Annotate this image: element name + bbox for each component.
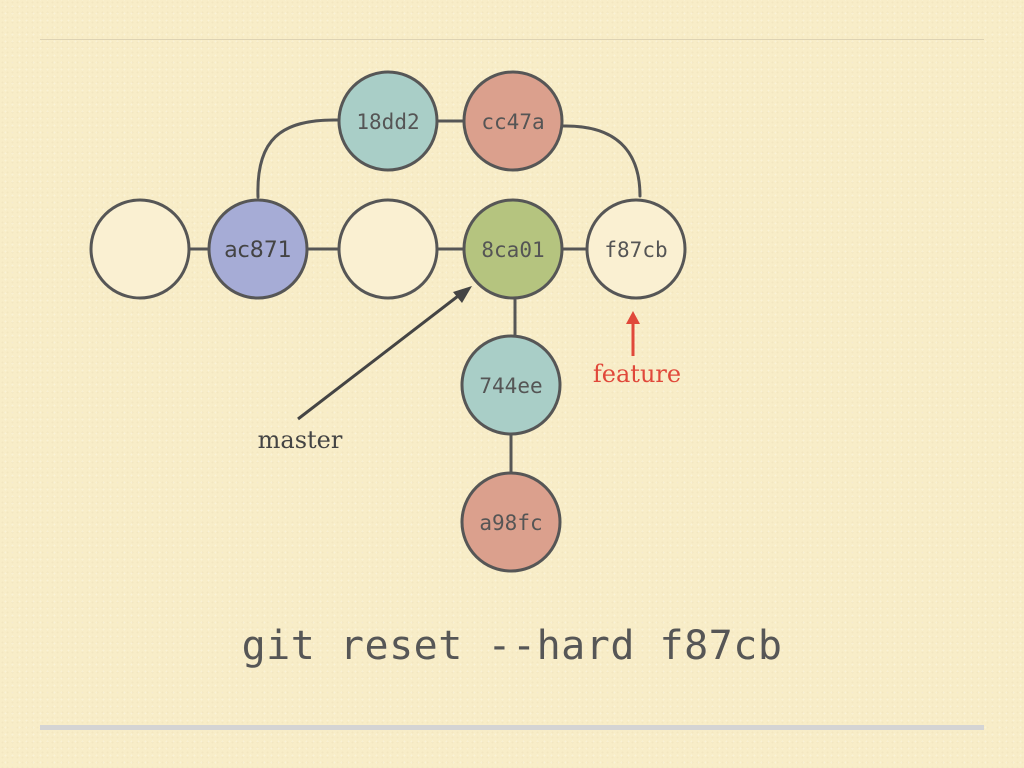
master-ref: master xyxy=(258,286,472,454)
commit-cc47a: cc47a xyxy=(462,70,564,172)
commit-744ee: 744ee xyxy=(460,334,562,436)
commit-empty-mid-circle xyxy=(337,198,439,300)
commit-a98fc-circle xyxy=(460,471,562,573)
bottom-divider xyxy=(40,725,984,730)
command-text: git reset --hard f87cb xyxy=(241,623,783,669)
master-label: master xyxy=(258,426,343,454)
feature-arrow-head xyxy=(626,311,640,324)
commit-f87cb-label: f87cb xyxy=(604,238,667,262)
commit-a98fc: a98fc xyxy=(460,471,562,573)
commit-f87cb-circle xyxy=(585,198,687,300)
feature-label: feature xyxy=(593,360,681,388)
commit-ac871-label: ac871 xyxy=(224,238,292,263)
commit-8ca01-circle xyxy=(462,198,564,300)
master-arrow-head xyxy=(453,286,472,303)
commit-ac871-circle xyxy=(207,198,309,300)
commit-18dd2: 18dd2 xyxy=(337,70,439,172)
edge-ac871-18dd2 xyxy=(256,118,340,199)
commit-8ca01-label: 8ca01 xyxy=(481,238,544,262)
commit-cc47a-label: cc47a xyxy=(481,110,544,134)
commit-a98fc-label: a98fc xyxy=(479,511,542,535)
commit-8ca01: 8ca01 xyxy=(462,198,564,300)
commit-cc47a-circle xyxy=(462,70,564,172)
edges xyxy=(187,118,642,478)
commit-empty-left-circle xyxy=(89,198,191,300)
top-divider xyxy=(40,39,984,40)
commit-empty-mid xyxy=(337,198,439,300)
commit-18dd2-circle xyxy=(337,70,439,172)
commit-graph: ac871 8ca01 f87cb 18dd2 cc47a 744ee a98f… xyxy=(89,70,687,573)
edge-cc47a-f87cb xyxy=(561,124,642,198)
commit-18dd2-label: 18dd2 xyxy=(356,110,419,134)
commit-744ee-label: 744ee xyxy=(479,374,542,398)
commit-ac871: ac871 xyxy=(207,198,309,300)
master-arrow-line xyxy=(297,291,463,421)
commit-empty-left xyxy=(89,198,191,300)
commit-f87cb: f87cb xyxy=(585,198,687,300)
feature-ref: feature xyxy=(593,311,681,388)
commit-744ee-circle xyxy=(460,334,562,436)
